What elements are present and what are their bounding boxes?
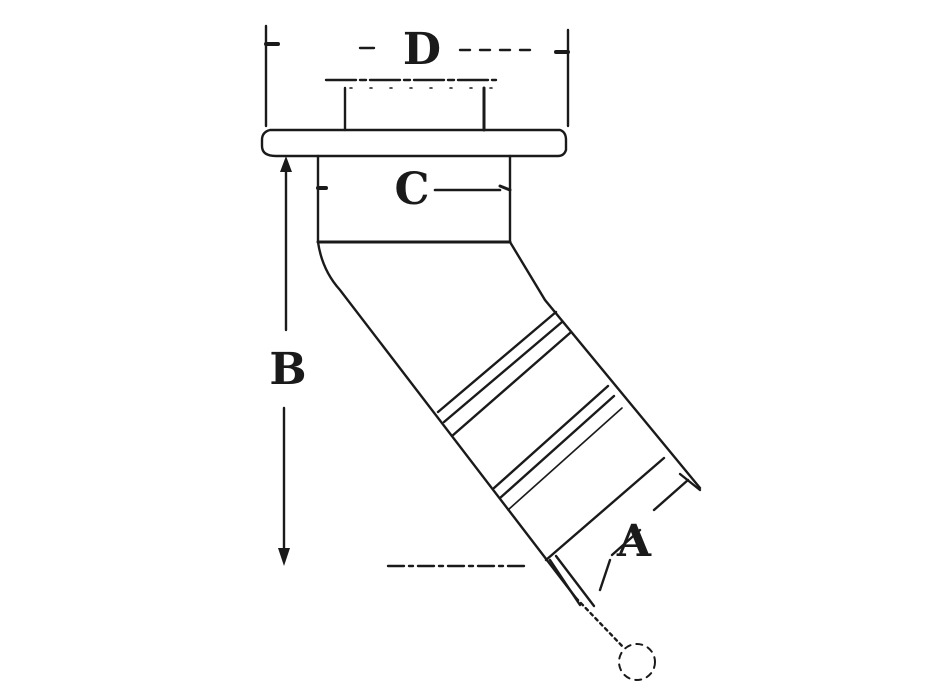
dimension-b [278, 156, 292, 566]
angled-tube [316, 240, 702, 650]
dimension-d [264, 24, 570, 128]
label-c: C [394, 164, 430, 215]
body-c [316, 154, 512, 244]
tip-circle [618, 643, 656, 681]
label-d: D [402, 24, 442, 75]
label-a: A [616, 516, 652, 567]
label-b: B [269, 344, 307, 395]
top-cap [324, 78, 498, 132]
dimension-a [598, 472, 702, 592]
flange [260, 128, 568, 158]
